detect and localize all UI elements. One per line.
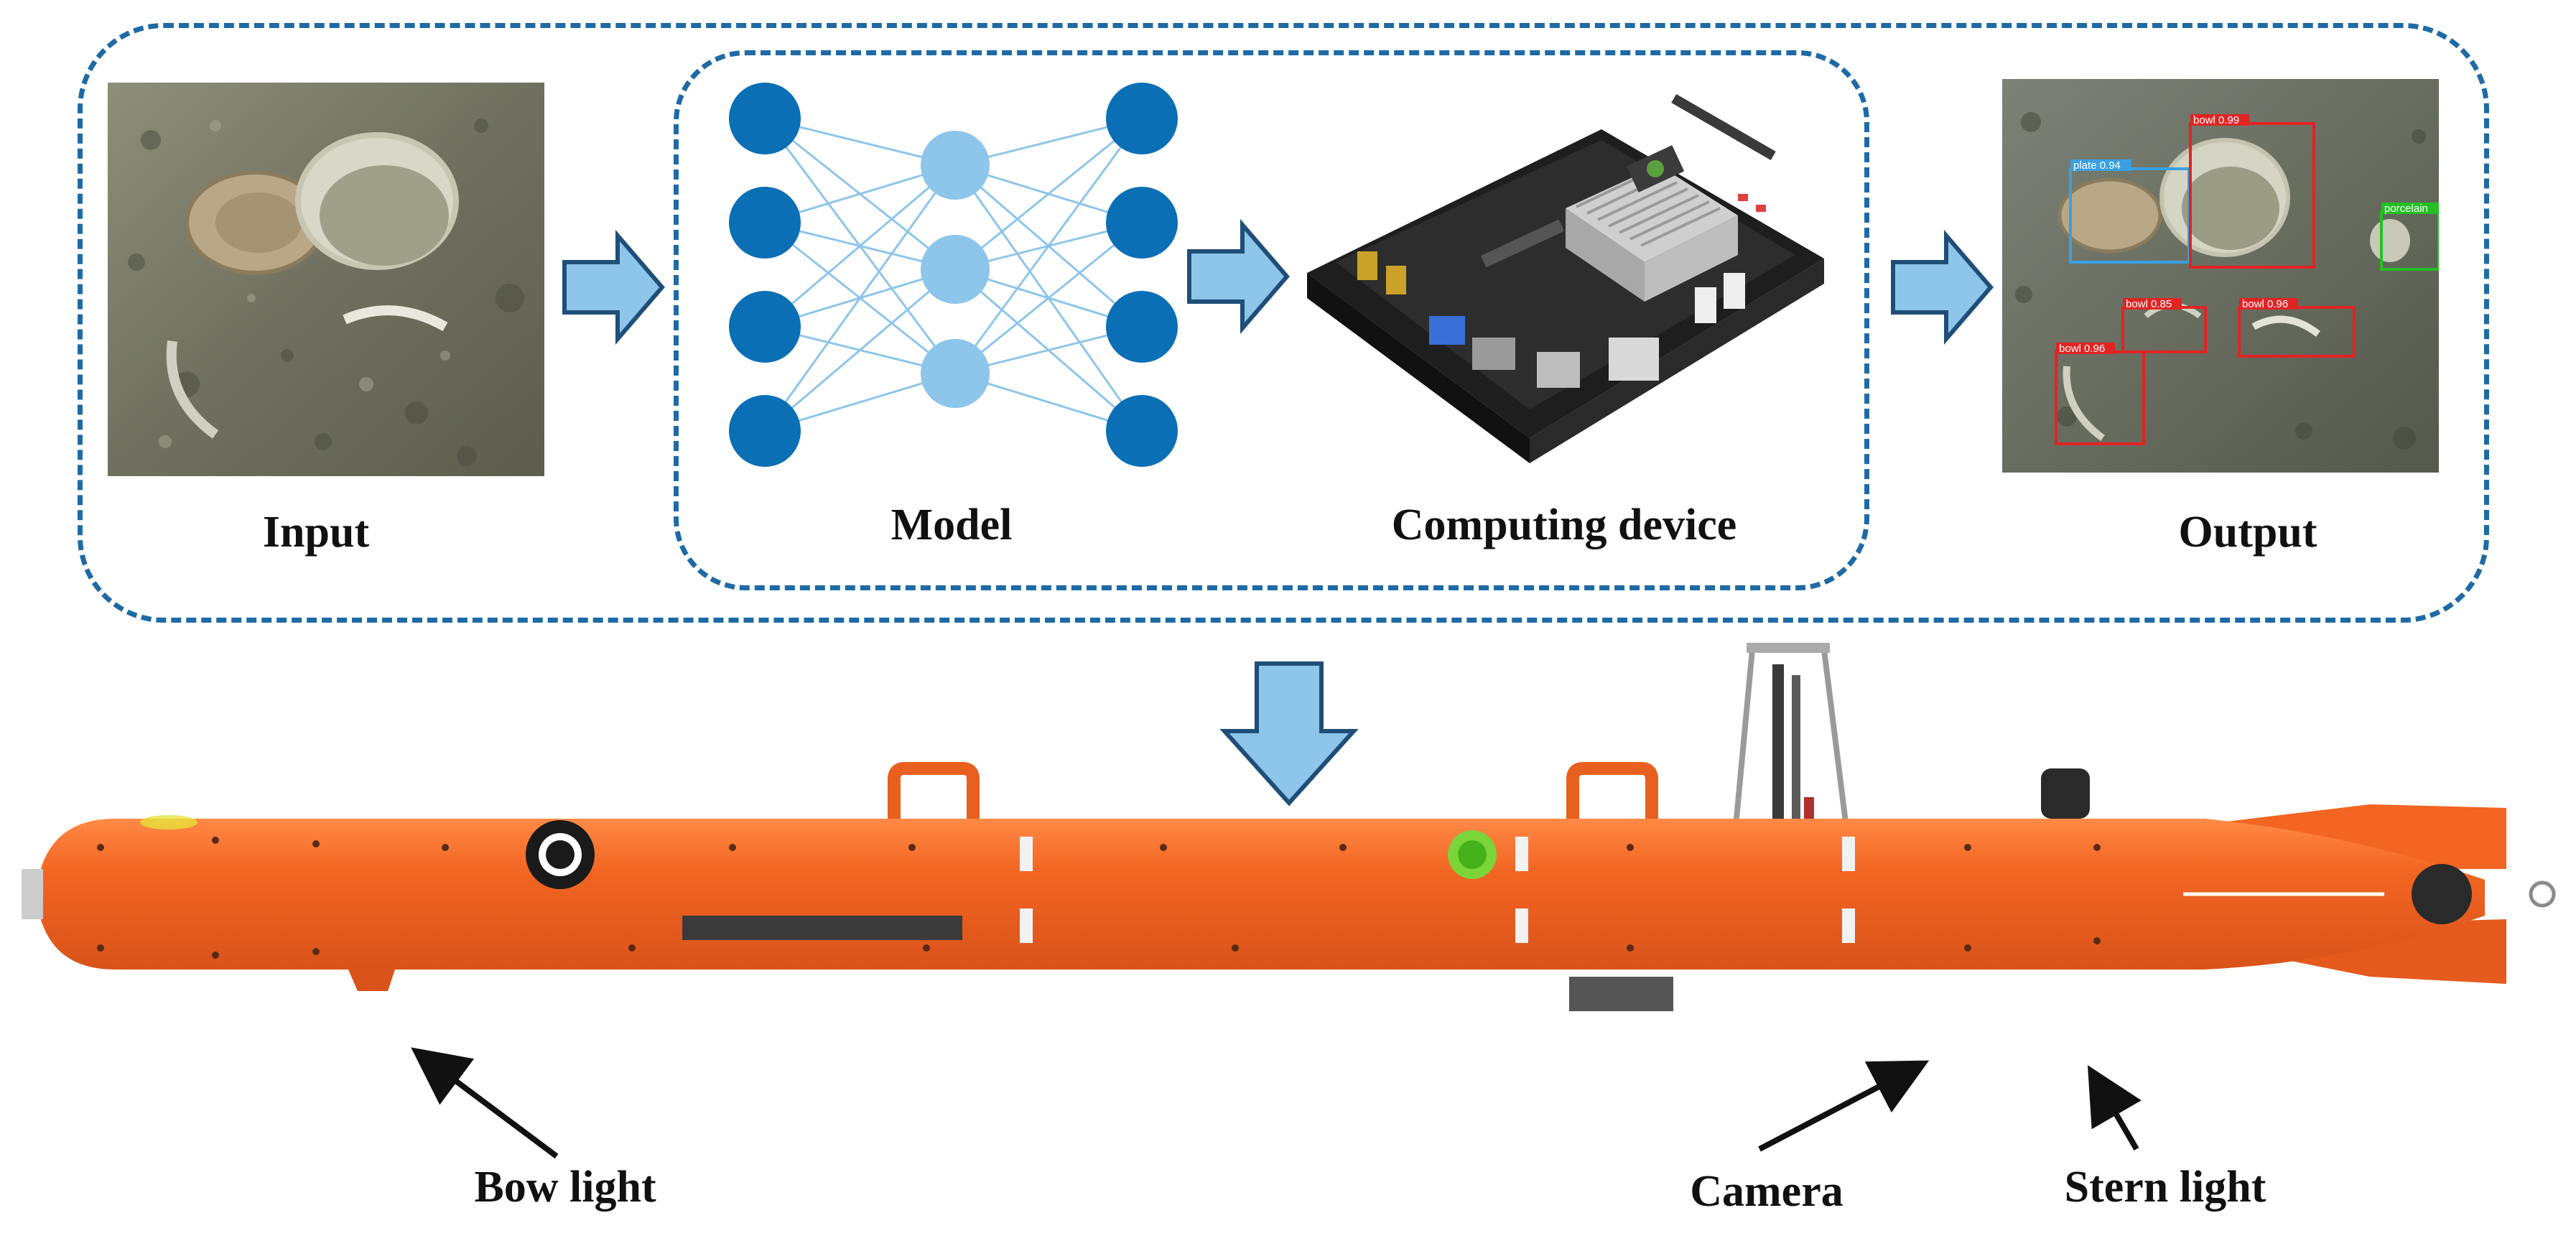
bow-light-pointer xyxy=(411,1047,559,1159)
computing-device-board xyxy=(1307,93,1824,463)
bottom-camera xyxy=(1569,977,1673,1011)
bow-light-fixture xyxy=(348,970,395,991)
network-edge xyxy=(763,164,957,432)
detection-box-bowl-large xyxy=(2189,122,2315,269)
output-node xyxy=(1106,187,1178,259)
arrow-model-to-device xyxy=(1187,219,1290,334)
detection-label-bowl-small: bowl 0.85 xyxy=(2126,298,2172,310)
side-scan-slot xyxy=(682,916,962,940)
neural-network xyxy=(729,83,1178,467)
input-node xyxy=(729,83,801,154)
network-edge xyxy=(954,118,1143,374)
output-node xyxy=(1106,291,1178,363)
arrow-device-to-output xyxy=(1891,230,1994,345)
detection-tag-bowl-large xyxy=(2190,114,2249,126)
input-node xyxy=(729,291,801,363)
network-edge xyxy=(764,164,956,328)
hidden-node xyxy=(921,131,990,200)
output-label: Output xyxy=(2178,508,2317,557)
detection-label-bowl-large: bowl 0.99 xyxy=(2193,114,2239,126)
detection-tag-bowl-bottom xyxy=(2056,343,2115,354)
detection-label-plate: plate 0.94 xyxy=(2073,159,2121,172)
detection-label-porcelain: porcelain xyxy=(2384,203,2428,215)
detection-label-bowl-right: bowl 0.96 xyxy=(2242,298,2288,310)
output-image: plate 0.94 bowl 0.99 porcelain bowl 0.85… xyxy=(2002,79,2439,473)
stern-light-pointer xyxy=(2087,1065,2142,1151)
camera-label: Camera xyxy=(1690,1167,1843,1216)
arrow-down-to-vehicle xyxy=(1219,661,1359,807)
detection-tag-porcelain xyxy=(2381,203,2439,214)
detection-label-bowl-bottom: bowl 0.96 xyxy=(2059,343,2105,355)
input-node xyxy=(729,187,801,259)
camera-pointer xyxy=(1758,1060,1930,1152)
network-edge xyxy=(764,268,956,432)
handle-rear xyxy=(1566,762,1658,819)
detection-tag-bowl-right xyxy=(2239,298,2298,310)
bow-light-label: Bow light xyxy=(474,1163,656,1212)
network-edge xyxy=(954,117,1143,271)
input-label: Input xyxy=(262,508,370,557)
model-label: Model xyxy=(891,501,1013,549)
output-node xyxy=(1106,83,1178,154)
underwater-vehicle xyxy=(22,643,2556,1011)
nose-cap xyxy=(22,869,43,919)
output-node xyxy=(1106,395,1178,467)
propeller-hub xyxy=(2412,864,2472,924)
network-edge xyxy=(954,221,1143,375)
detection-tag-plate xyxy=(2070,159,2131,171)
input-image xyxy=(108,83,544,476)
top-sensor xyxy=(2041,768,2090,819)
network-nodes xyxy=(729,83,1178,467)
arrow-input-to-model xyxy=(562,230,665,345)
detection-tag-bowl-small xyxy=(2123,298,2182,310)
edge-inference-frame xyxy=(674,50,1869,590)
stern-light-label: Stern light xyxy=(2064,1163,2266,1212)
hidden-node xyxy=(921,235,990,304)
pipeline-frame xyxy=(78,23,2489,623)
hidden-node xyxy=(921,339,990,408)
handle-front xyxy=(888,762,980,819)
input-node xyxy=(729,395,801,467)
vehicle-hull xyxy=(36,819,2485,970)
computing-device-label: Computing device xyxy=(1391,501,1737,549)
